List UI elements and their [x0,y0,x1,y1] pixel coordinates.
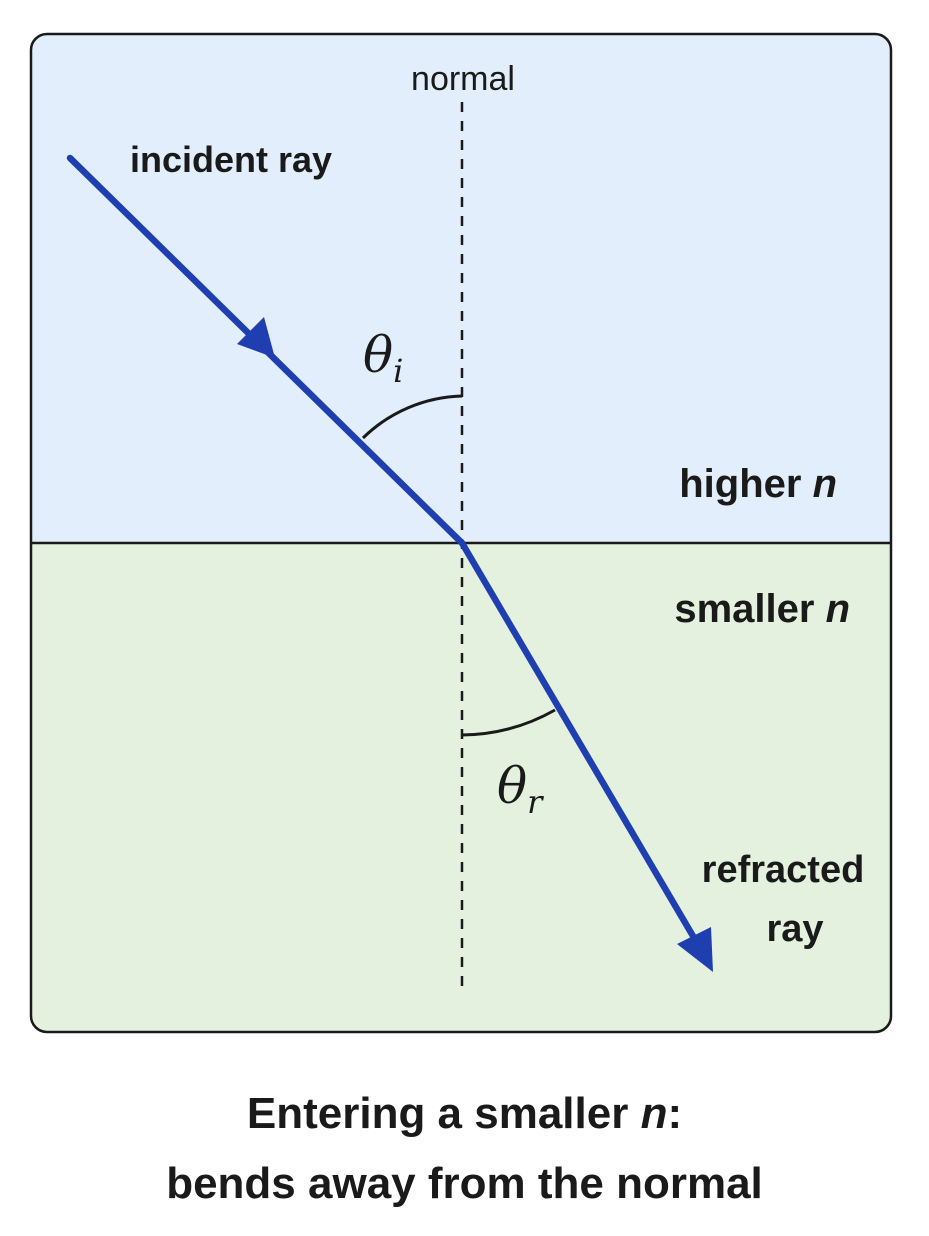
refracted-ray-label-line2: ray [766,908,823,950]
incidence-angle-arc [361,394,463,440]
refracted-ray-arrowhead [677,927,713,972]
theta-r-label: θr [497,757,544,821]
refraction-angle-arc [461,708,556,737]
caption-line-2: bends away from the normal [166,1159,763,1208]
normal-label: normal [411,60,515,98]
theta-i-label: θi [363,326,403,390]
refracted-ray-line [458,539,704,952]
upper-medium-label: higher n [679,462,837,506]
diagram-frame [29,32,893,1034]
incident-ray-arrowhead [237,317,275,358]
caption-line-1: Entering a smaller n: [246,1089,683,1138]
incident-ray-label: incident ray [130,139,332,180]
upper-medium-region [31,34,891,543]
refracted-ray-label-line1: refracted [702,849,865,891]
lower-medium-label: smaller n [674,587,850,631]
